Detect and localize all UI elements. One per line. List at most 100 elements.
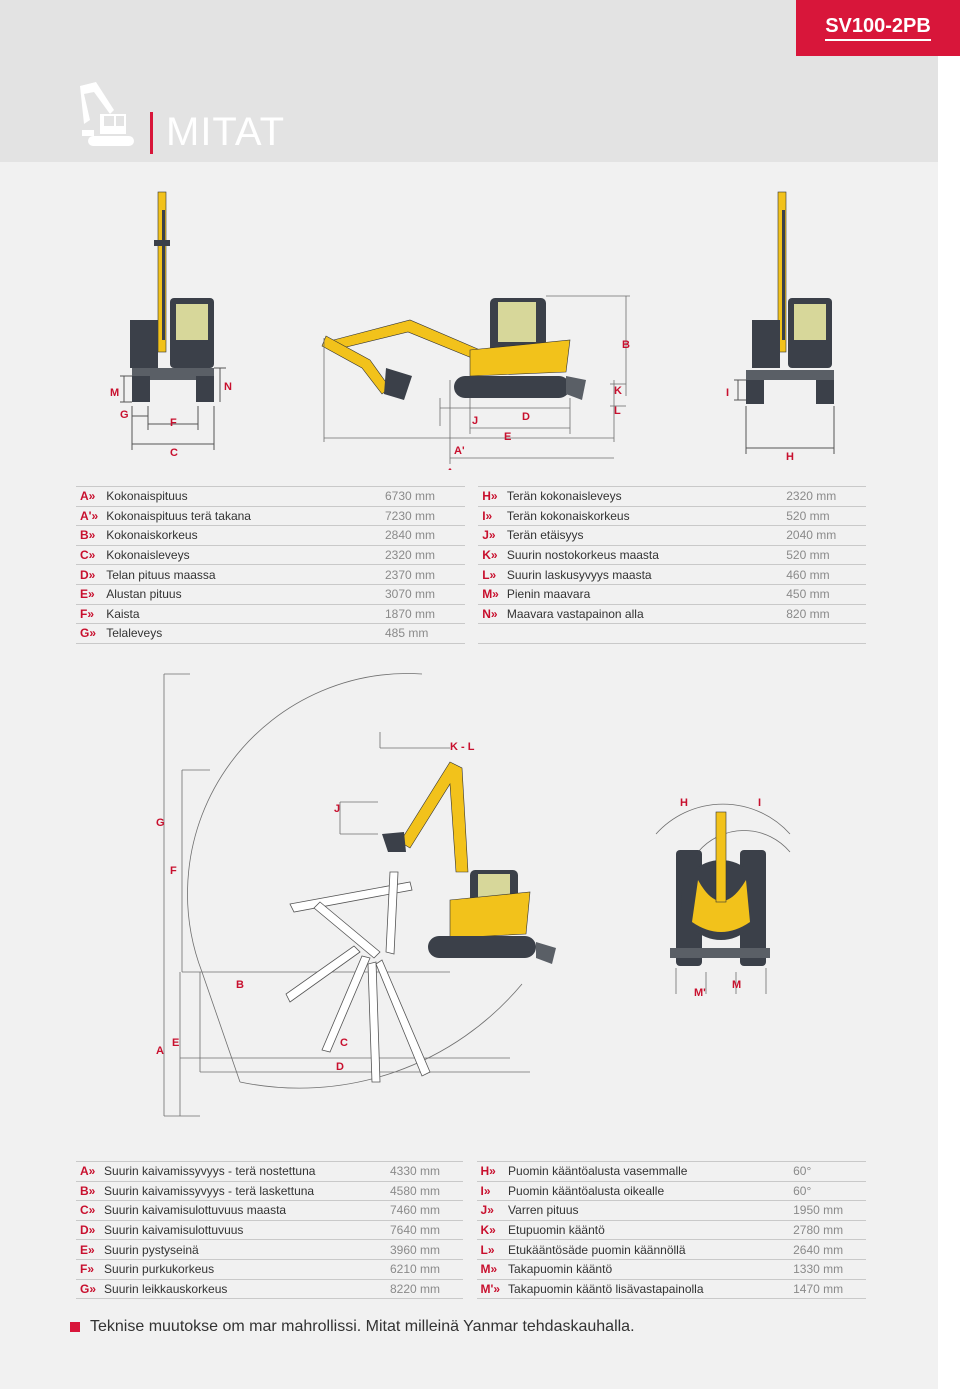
column-gap <box>465 487 479 507</box>
header-band <box>0 0 938 162</box>
spec-key: B» <box>76 525 103 546</box>
label-I: I <box>758 797 761 809</box>
column-gap <box>465 604 479 624</box>
spec-key: G» <box>76 1279 101 1300</box>
spec-label: Pienin maavara <box>502 584 783 605</box>
spec-value: 2640 mm <box>789 1239 866 1260</box>
spec-label: Telan pituus maassa <box>102 564 381 585</box>
spec-value <box>782 623 866 644</box>
label-F: F <box>170 417 177 429</box>
spec-value: 3070 mm <box>380 584 465 605</box>
bullet-square-icon <box>70 1322 80 1332</box>
spec-label: Kokonaisleveys <box>102 545 381 566</box>
spec-value: 4330 mm <box>386 1161 463 1182</box>
spec-key: I» <box>478 506 503 527</box>
model-name: SV100-2PB <box>825 15 931 41</box>
spec-key: G» <box>76 623 103 644</box>
spec-value: 1950 mm <box>789 1200 866 1221</box>
spec-key <box>478 623 503 644</box>
label-A: A <box>156 1045 164 1057</box>
label-E: E <box>504 431 511 443</box>
spec-value: 2370 mm <box>380 564 465 585</box>
spec-label: Puomin kääntöalusta oikealle <box>504 1181 790 1202</box>
column-gap <box>465 584 479 604</box>
column-gap <box>465 545 479 565</box>
label-M: M <box>110 387 119 399</box>
working-range-table: A»Suurin kaivamissyvyys - terä nostettun… <box>76 1161 866 1300</box>
spec-key: A'» <box>76 506 103 527</box>
table-row: B»Suurin kaivamissyvyys - terä laskettun… <box>76 1181 866 1202</box>
boom-envelope-drawing <box>285 871 431 1083</box>
spec-label: Kokonaispituus <box>102 486 381 507</box>
label-C: C <box>340 1037 348 1049</box>
spec-value: 460 mm <box>782 564 866 585</box>
label-J: J <box>472 415 478 427</box>
spec-value: 6210 mm <box>386 1259 463 1280</box>
working-range-table-body: A»Suurin kaivamissyvyys - terä nostettun… <box>76 1161 866 1300</box>
label-A-prime: A' <box>454 445 465 457</box>
spec-label: Suurin purkukorkeus <box>100 1259 386 1280</box>
working-range-figure: K - L J G F H I B M' M A E C D <box>156 673 791 1117</box>
spec-key: L» <box>476 1239 505 1260</box>
spec-value: 7230 mm <box>380 506 465 527</box>
footnote-text: Teknise muutokse om mar mahrollissi. Mit… <box>90 1318 635 1335</box>
column-gap <box>463 1201 477 1221</box>
column-gap <box>465 526 479 546</box>
spec-key: F» <box>76 604 103 625</box>
front-view-drawing <box>130 191 214 402</box>
spec-value: 520 mm <box>782 506 866 527</box>
spec-key: A» <box>76 1161 101 1182</box>
column-gap <box>465 624 479 644</box>
rear-view-drawing <box>746 191 834 404</box>
spec-key: D» <box>76 1220 101 1241</box>
spec-key: M'» <box>476 1279 505 1300</box>
column-gap <box>463 1279 477 1299</box>
label-E: E <box>172 1037 179 1049</box>
spec-key: H» <box>478 486 503 507</box>
label-K-L: K - L <box>450 741 475 753</box>
column-gap <box>465 506 479 526</box>
excavator-icon <box>80 82 134 146</box>
label-G: G <box>156 817 165 829</box>
label-H: H <box>786 451 794 463</box>
spec-label: Kokonaiskorkeus <box>102 525 381 546</box>
label-B: B <box>622 339 630 351</box>
label-D: D <box>336 1061 344 1073</box>
spec-key: F» <box>76 1259 101 1280</box>
spec-key: B» <box>76 1181 101 1202</box>
spec-value: 7460 mm <box>386 1200 463 1221</box>
spec-label: Terän kokonaisleveys <box>502 486 783 507</box>
spec-label: Terän etäisyys <box>502 525 783 546</box>
spec-label: Kokonaispituus terä takana <box>102 506 381 527</box>
label-D: D <box>522 411 530 423</box>
column-gap <box>463 1220 477 1240</box>
page-title: MITAT <box>166 110 286 154</box>
column-gap <box>463 1240 477 1260</box>
spec-key: H» <box>476 1161 505 1182</box>
spec-key: K» <box>476 1220 505 1241</box>
spec-value: 3960 mm <box>386 1239 463 1260</box>
label-B: B <box>236 979 244 991</box>
spec-key: M» <box>478 584 503 605</box>
spec-label: Puomin kääntöalusta vasemmalle <box>504 1161 790 1182</box>
spec-label: Alustan pituus <box>102 584 381 605</box>
label-K: K <box>614 385 622 397</box>
spec-value: 2040 mm <box>782 525 866 546</box>
side-view-drawing <box>321 298 586 400</box>
spec-value: 820 mm <box>782 604 866 625</box>
spec-key: A» <box>76 486 103 507</box>
column-gap <box>465 565 479 585</box>
spec-key: M» <box>476 1259 505 1280</box>
spec-label: Telaleveys <box>102 623 381 644</box>
spec-label <box>502 623 783 644</box>
spec-value: 2320 mm <box>380 545 465 566</box>
spec-key: C» <box>76 1200 101 1221</box>
spec-value: 2840 mm <box>380 525 465 546</box>
